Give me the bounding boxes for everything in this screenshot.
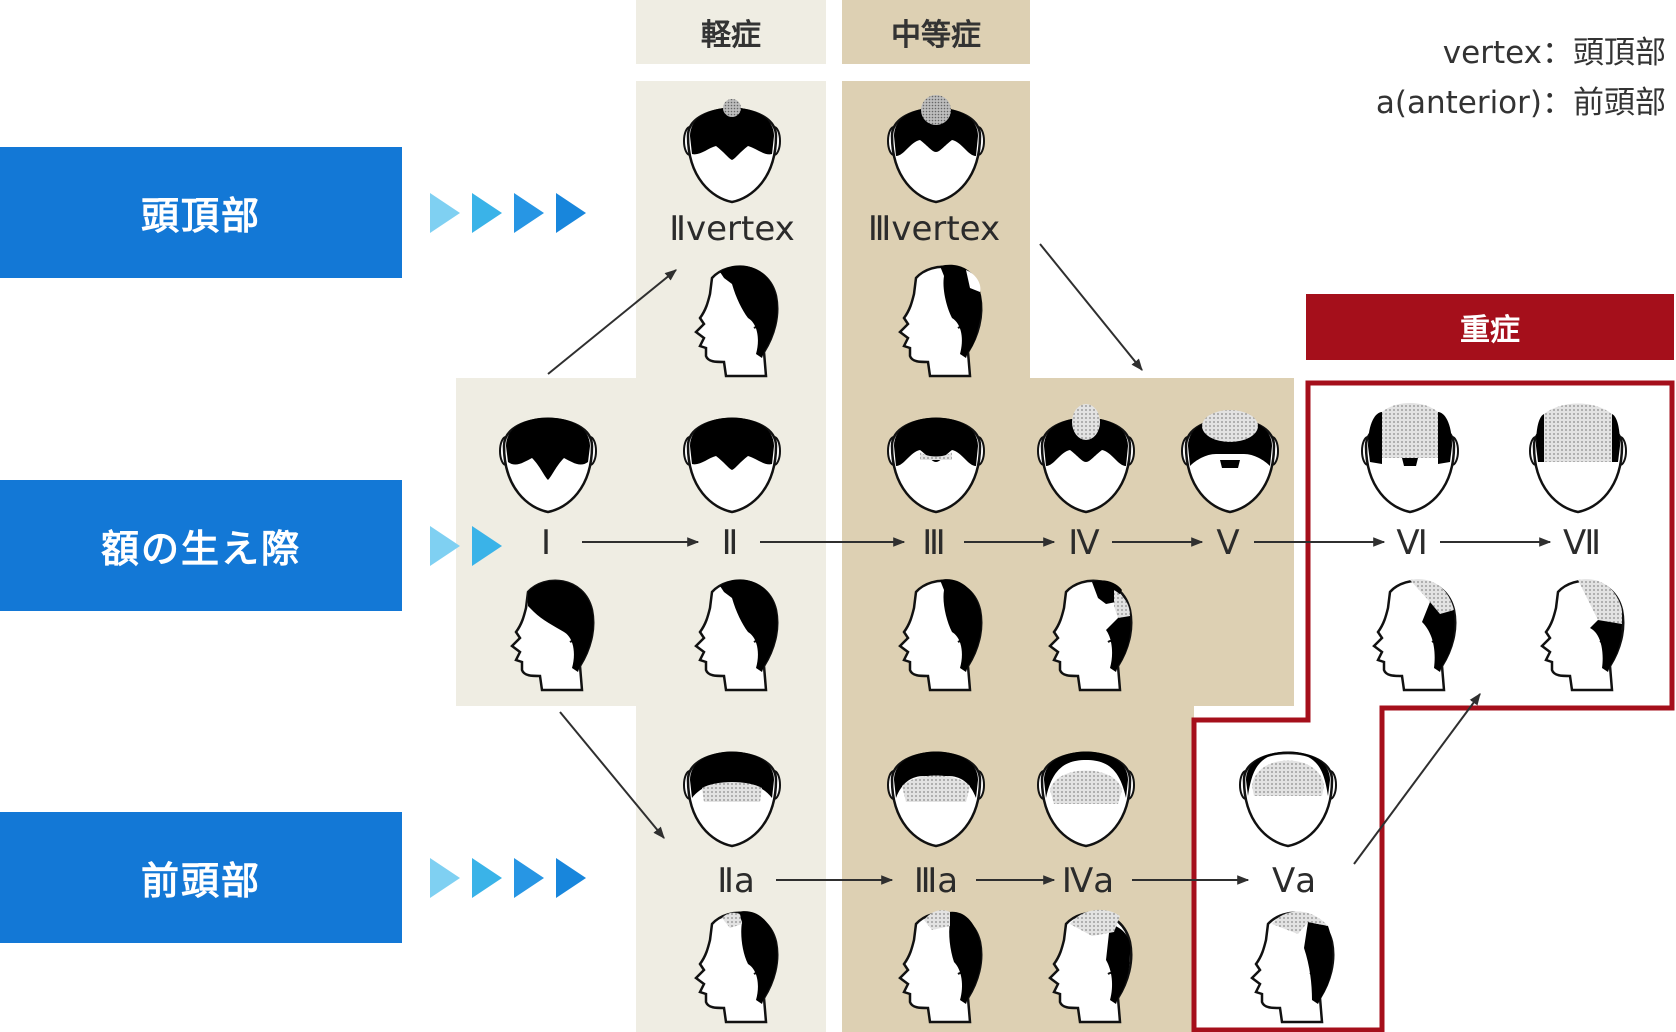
legend-vertex: vertex：頭頂部 (1442, 35, 1666, 71)
stage-label-5: Ⅴ (1216, 523, 1240, 563)
stage-label-2a: Ⅱa (717, 861, 755, 901)
head-top-view-icon (1238, 751, 1338, 848)
stage-label-2-vertex: Ⅱvertex (669, 209, 795, 249)
head-top-view-icon (886, 95, 986, 204)
moderate-column-bg (842, 81, 1030, 1032)
head-top-view-icon (886, 751, 986, 848)
stage-label-3: Ⅲ (922, 523, 946, 563)
stage-label-4a: Ⅳa (1061, 861, 1115, 901)
severe-label: 重症 (1460, 313, 1520, 348)
severe-frame (1191, 380, 1675, 1032)
stage-label-5a: Ⅴa (1271, 861, 1317, 901)
stage-label-2: Ⅱ (721, 523, 739, 563)
head-top-view-icon (682, 99, 782, 204)
play-triangle-icon (514, 193, 544, 233)
head-top-view-icon (498, 417, 598, 514)
stage-label-1: Ⅰ (540, 523, 552, 563)
play-triangle-icon (472, 526, 502, 566)
head-top-view-icon (1036, 404, 1136, 514)
head-side-view-icon (1048, 909, 1133, 1024)
row-label-anterior-text: 前頭部 (140, 859, 261, 903)
row-label-hairline: 額の生え際 (0, 480, 402, 611)
play-triangle-icon (430, 193, 460, 233)
head-top-view-icon (1036, 751, 1136, 848)
row-label-hairline-text: 額の生え際 (100, 527, 301, 571)
play-triangle-icon (472, 858, 502, 898)
moderate-header: 中等症 (842, 0, 1030, 64)
head-top-view-icon (1528, 403, 1628, 514)
head-side-view-icon (1540, 579, 1625, 692)
stage-label-7: Ⅶ (1562, 523, 1602, 563)
head-top-view-icon (1360, 403, 1460, 514)
legend-anterior: a(anterior)：前頭部 (1375, 85, 1666, 121)
play-triangle-icon (556, 193, 586, 233)
head-top-view-icon (1180, 410, 1280, 514)
play-icons-hairline (430, 526, 502, 566)
play-triangle-icon (556, 858, 586, 898)
head-side-view-icon (898, 910, 983, 1024)
stage-label-3-vertex: Ⅲvertex (867, 209, 1001, 249)
head-side-view-icon (694, 579, 779, 692)
head-side-view-icon (1372, 579, 1457, 692)
play-triangle-icon (430, 858, 460, 898)
head-top-view-icon (682, 417, 782, 514)
head-top-view-icon (886, 417, 986, 514)
stage-label-4: Ⅳ (1068, 523, 1100, 563)
head-side-view-icon (898, 579, 983, 692)
head-side-view-icon (1250, 911, 1335, 1024)
play-triangle-icon (472, 193, 502, 233)
play-triangle-icon (514, 858, 544, 898)
play-icons-anterior (430, 858, 586, 898)
head-top-view-icon (682, 751, 782, 848)
head-side-view-icon (694, 265, 779, 378)
head-side-view-icon (1048, 579, 1133, 692)
row-label-anterior: 前頭部 (0, 812, 402, 943)
mild-column-bg (636, 81, 826, 1032)
severe-header: 重症 (1306, 294, 1674, 360)
play-triangle-icon (430, 526, 460, 566)
moderate-label: 中等症 (891, 18, 981, 53)
progression-arrows (547, 243, 1552, 885)
play-icons-vertex (430, 193, 586, 233)
row-label-vertex: 頭頂部 (0, 147, 402, 278)
stage-label-3a: Ⅲa (913, 861, 959, 901)
mild-header: 軽症 (636, 0, 826, 64)
stage-label-6: Ⅵ (1396, 523, 1428, 563)
head-side-view-icon (898, 264, 983, 378)
head-side-view-icon (694, 911, 779, 1024)
row-label-vertex-text: 頭頂部 (140, 194, 261, 238)
mild-label: 軽症 (701, 18, 761, 53)
head-side-view-icon (510, 579, 595, 692)
